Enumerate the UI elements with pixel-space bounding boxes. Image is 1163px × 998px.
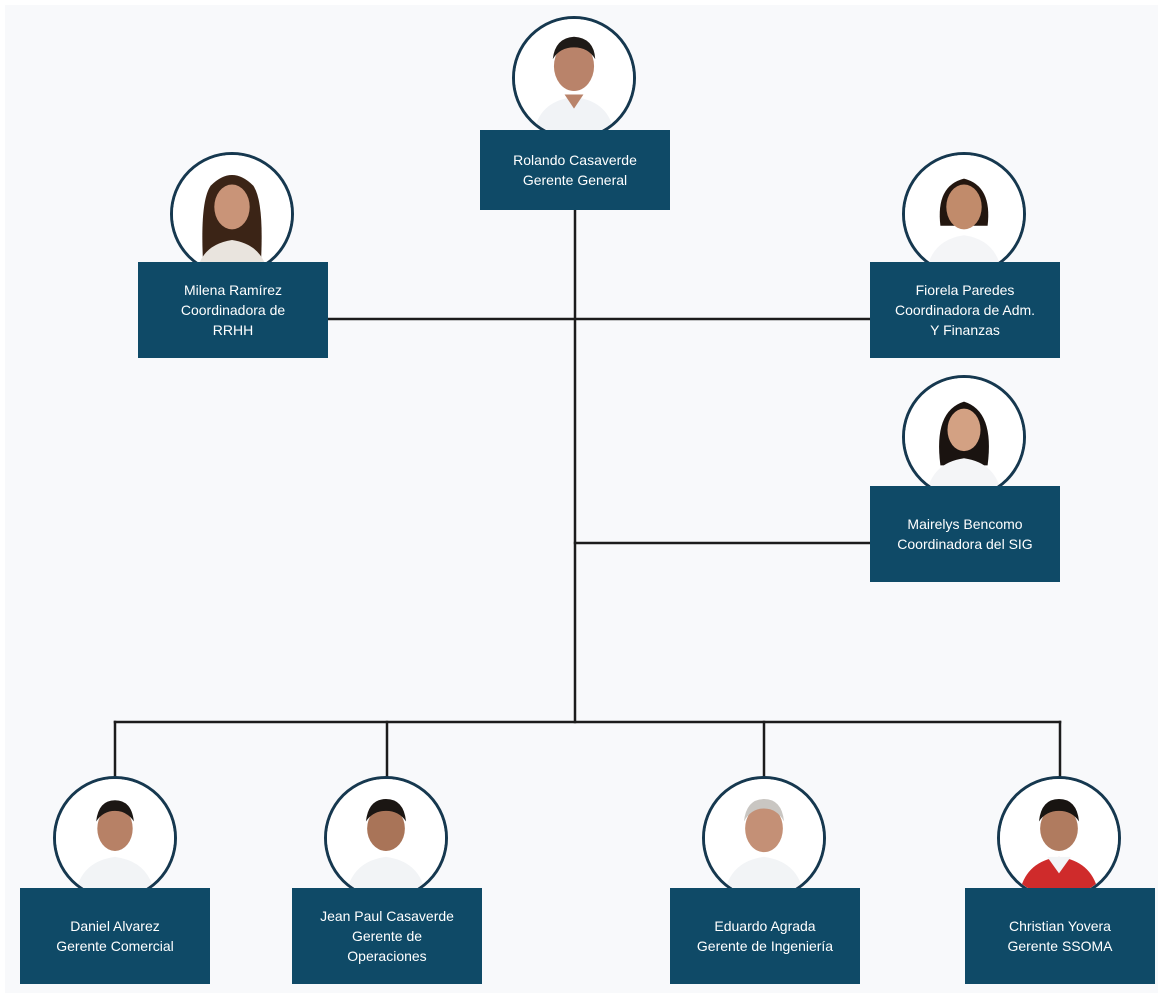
person-photo-icon (902, 375, 1026, 499)
person-photo-icon (997, 776, 1121, 900)
person-photo-icon (902, 152, 1026, 276)
person-name: Daniel Alvarez (70, 918, 160, 934)
person-role: Coordinadora de Adm. (894, 302, 1036, 318)
person-name: Mairelys Bencomo (907, 516, 1023, 532)
person-role: RRHH (212, 322, 254, 338)
person-photo-icon (324, 776, 448, 900)
person-role: Gerente Comercial (56, 938, 174, 954)
person-role: Y Finanzas (930, 322, 1000, 338)
person-name: Fiorela Paredes (915, 282, 1015, 298)
person-name: Eduardo Agrada (714, 918, 816, 934)
person-role: Gerente de Ingeniería (696, 938, 834, 954)
person-role: Gerente de (351, 928, 423, 944)
person-role: Coordinadora de (180, 302, 286, 318)
person-photo-icon (512, 16, 636, 140)
person-name: Christian Yovera (1009, 918, 1111, 934)
person-role: Operaciones (347, 948, 427, 964)
person-name: Rolando Casaverde (513, 152, 637, 168)
person-photo-icon (170, 152, 294, 276)
person-role: Gerente SSOMA (1007, 938, 1113, 954)
person-name: Milena Ramírez (183, 282, 283, 298)
person-role: Coordinadora del SIG (897, 536, 1033, 552)
person-role: Gerente General (522, 172, 628, 188)
person-photo-icon (53, 776, 177, 900)
person-photo-icon (702, 776, 826, 900)
person-name: Jean Paul Casaverde (320, 908, 454, 924)
